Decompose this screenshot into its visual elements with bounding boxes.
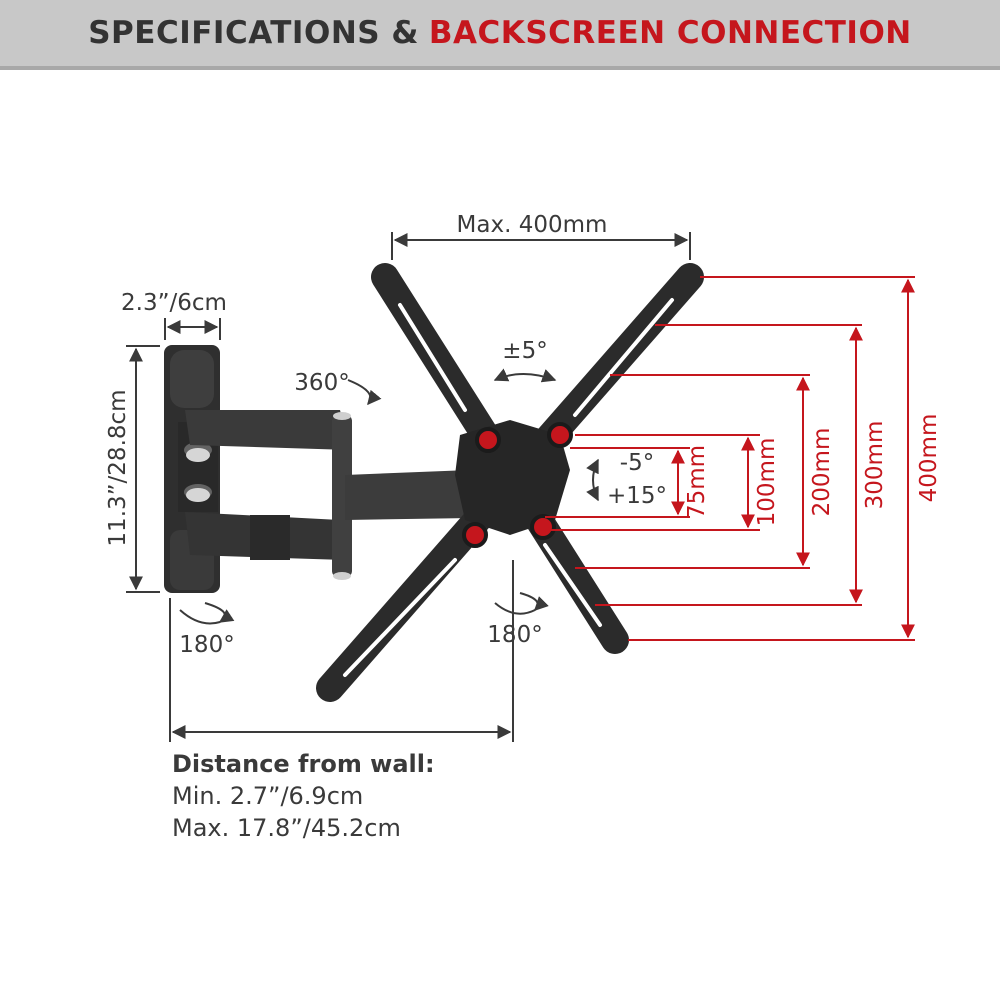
header-title-part1: SPECIFICATIONS & xyxy=(88,15,419,51)
red-dimension-lines xyxy=(545,276,915,641)
swivel-left-label: 180° xyxy=(179,632,234,658)
tilt-up-label: -5° xyxy=(620,450,654,476)
page-header: SPECIFICATIONS & BACKSCREEN CONNECTION xyxy=(0,0,1000,70)
distance-title: Distance from wall: xyxy=(172,750,435,778)
distance-min: Min. 2.7”/6.9cm xyxy=(172,782,364,810)
vesa-400-label: 400mm xyxy=(916,414,942,503)
wall-plate xyxy=(164,345,220,593)
vesa-100-label: 100mm xyxy=(754,438,780,527)
plate-depth-label: 2.3”/6cm xyxy=(121,290,227,316)
distance-from-wall-block: Distance from wall: Min. 2.7”/6.9cm Max.… xyxy=(172,748,435,844)
header-title-part2: BACKSCREEN CONNECTION xyxy=(428,15,912,51)
vesa-75-label: 75mm xyxy=(684,445,710,519)
vesa-200-label: 200mm xyxy=(809,428,835,517)
grey-dimension-lines xyxy=(126,232,691,742)
tilt-down-label: +15° xyxy=(607,483,667,509)
vesa-cross-plate xyxy=(316,263,704,702)
tilt-range-label: ±5° xyxy=(502,338,547,364)
distance-max: Max. 17.8”/45.2cm xyxy=(172,814,401,842)
swivel-right-label: 180° xyxy=(487,622,542,648)
plate-height-label: 11.3”/28.8cm xyxy=(105,389,131,546)
swivel-360-label: 360° xyxy=(294,370,349,396)
max-width-label: Max. 400mm xyxy=(457,212,608,238)
vesa-300-label: 300mm xyxy=(862,421,888,510)
